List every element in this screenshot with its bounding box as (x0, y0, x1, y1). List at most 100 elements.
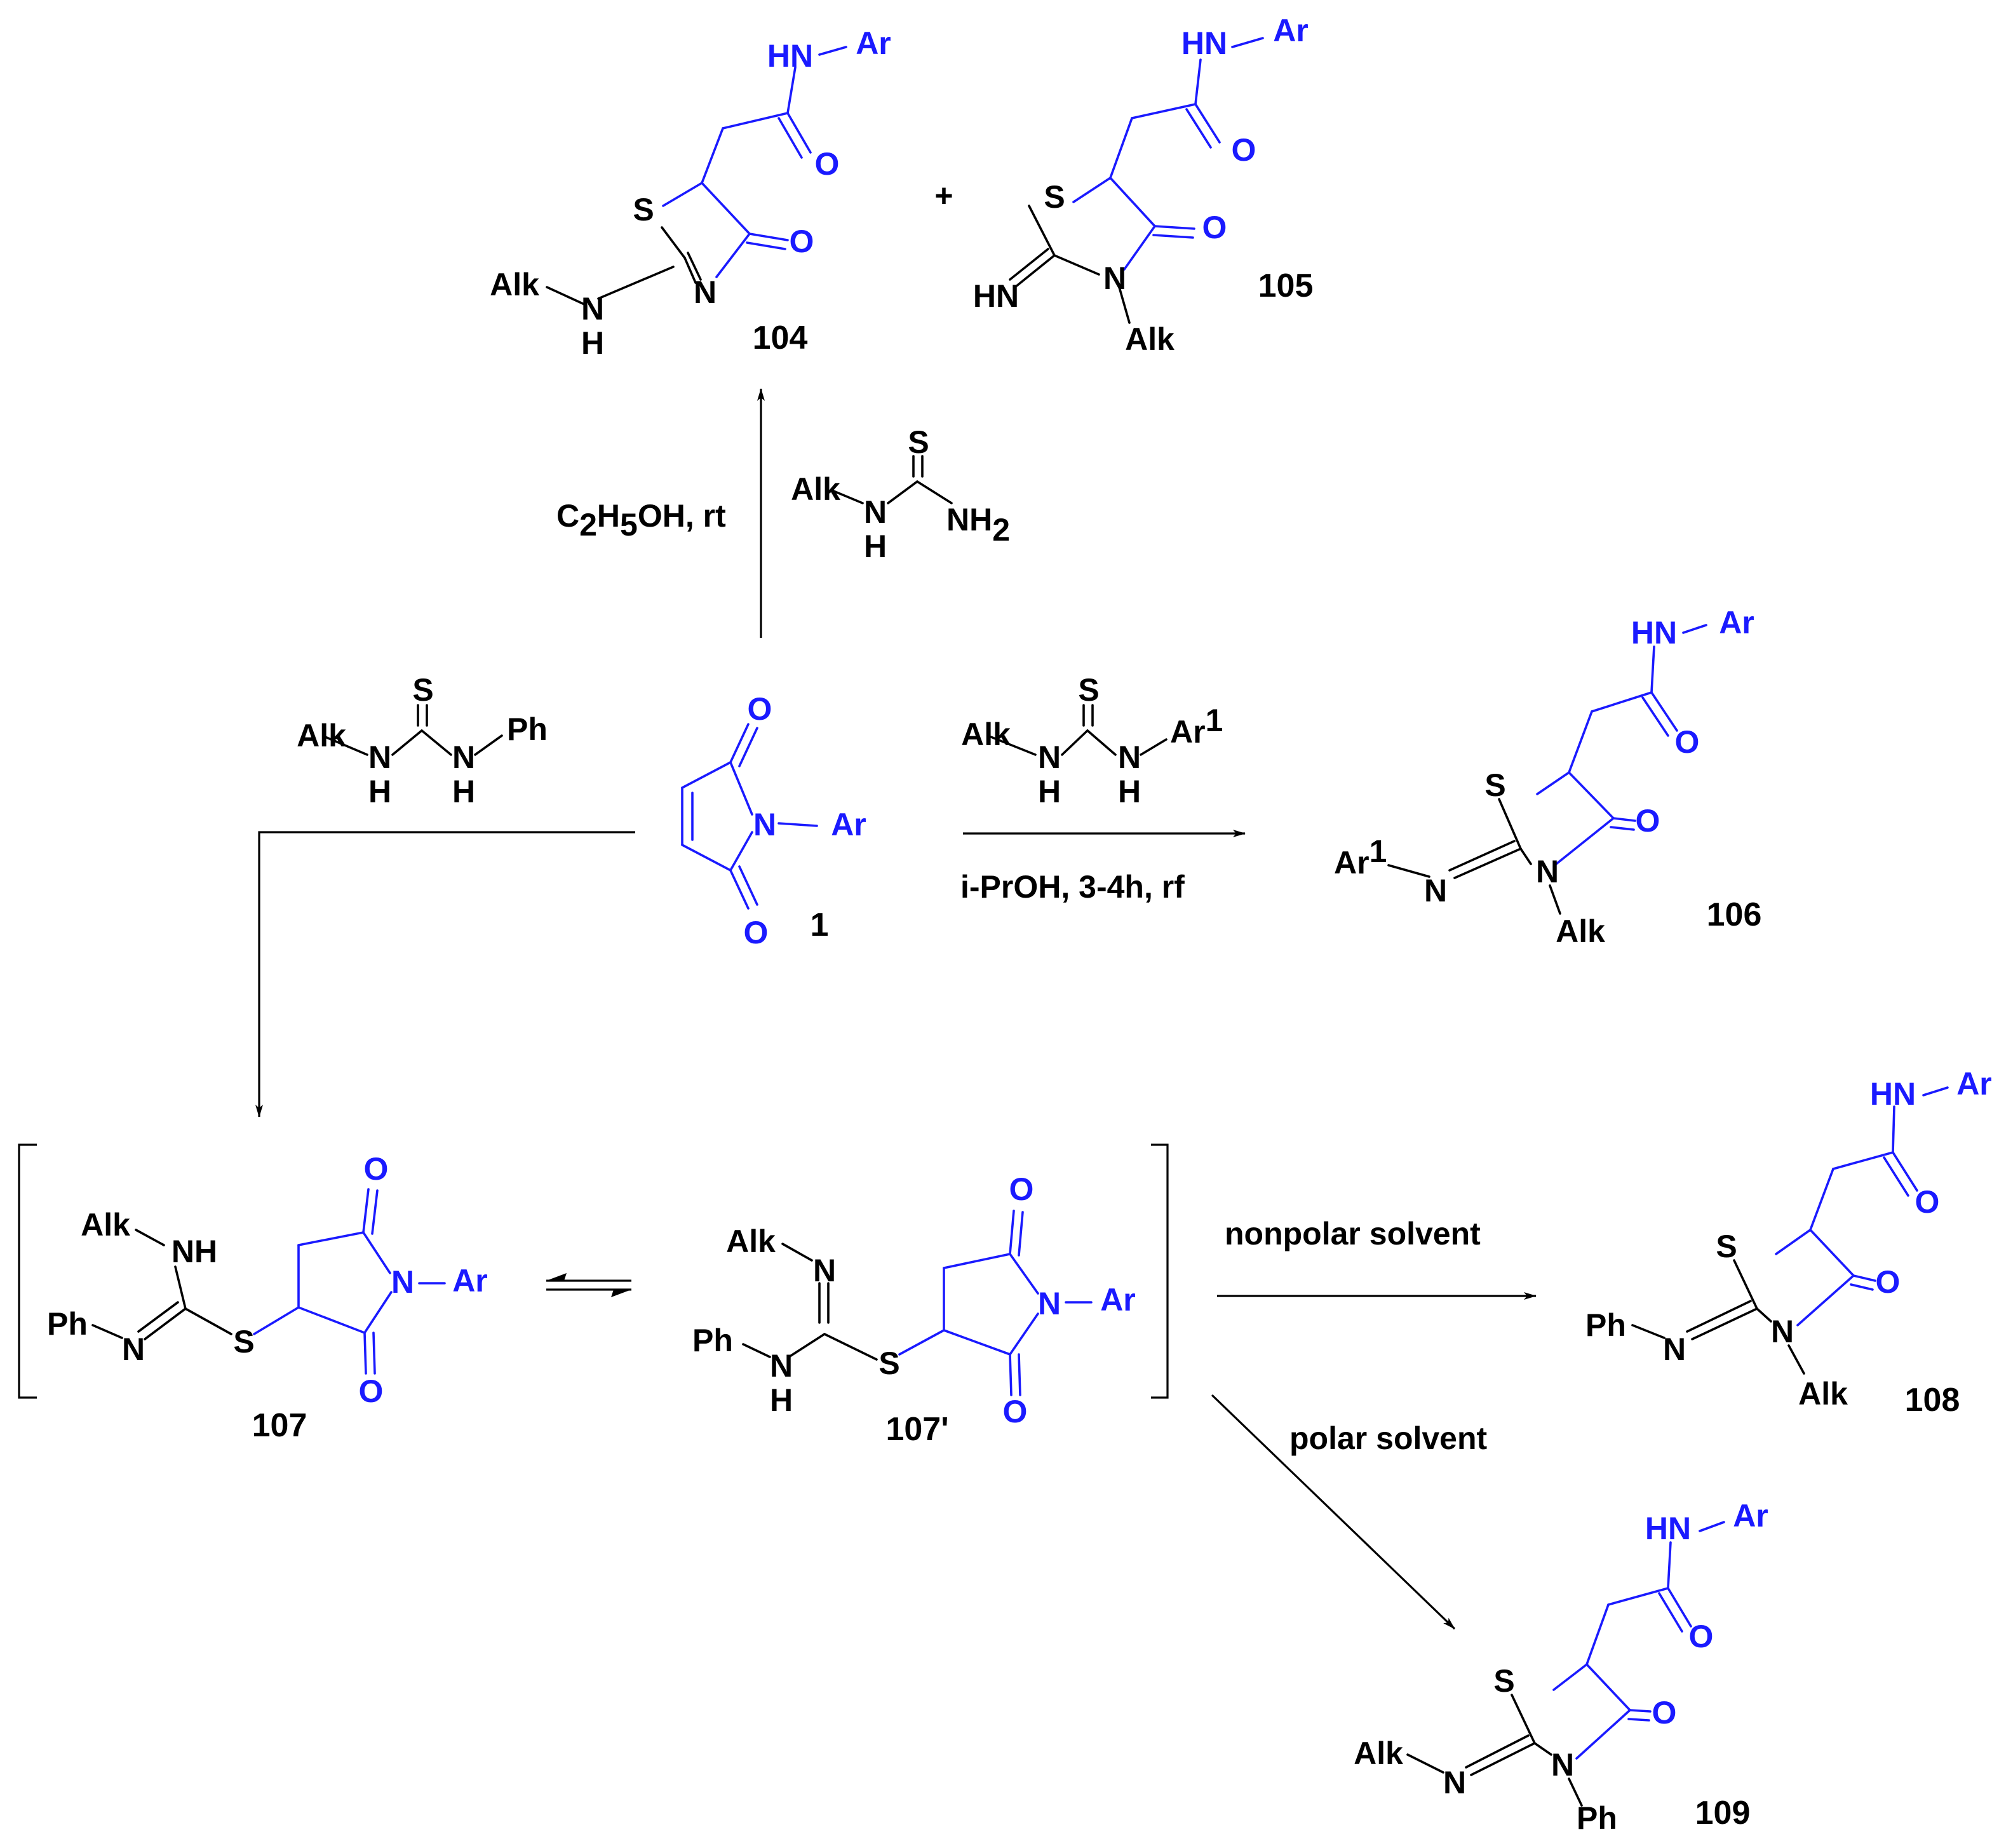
atom-Alk: Alk (1354, 1736, 1403, 1771)
atom-H: H (1118, 774, 1141, 809)
compound-109: S N N Alk Ph O O HN Ar 109 (1354, 1498, 1768, 1836)
compound-105: S N HN Alk O O HN Ar 105 (973, 13, 1313, 357)
compound-107: Alk NH Ph N S O N Ar O 107 (47, 1151, 488, 1444)
compound-106: S N N Ar1 Alk O O HN Ar 106 (1334, 605, 1761, 949)
atom-H: H (1038, 774, 1061, 809)
atom-Alk: Alk (1798, 1376, 1848, 1412)
reagent-S: S (1078, 672, 1099, 708)
compound-107-prime: Alk N Ph N H S O N Ar O 107' (692, 1171, 1136, 1448)
reagent-H: H (864, 529, 887, 564)
atom-Alk: Alk (81, 1207, 130, 1243)
atom-NH: NH (172, 1234, 217, 1269)
atom-HN: HN (1181, 25, 1227, 61)
atom-O: O (1003, 1394, 1028, 1429)
atom-S: S (1716, 1229, 1737, 1264)
atom-S: S (1044, 179, 1065, 215)
atom-Ph: Ph (1577, 1800, 1617, 1836)
atom-S: S (233, 1324, 254, 1359)
atom-Alk: Alk (1556, 914, 1605, 949)
atom-O: O (744, 915, 769, 950)
atom-N: N (368, 739, 391, 775)
atom-O: O (364, 1151, 389, 1187)
reagent-Alk: Alk (961, 717, 1011, 752)
condition-ipa-reflux: i-PrOH, 3-4h, rf (960, 869, 1185, 905)
atom-Alk: Alk (490, 267, 539, 302)
compound-1: O N Ar O 1 (681, 691, 866, 950)
reagent-Alk: Alk (791, 471, 840, 507)
bracket-right (1151, 1143, 1169, 1399)
atom-Ar: Ar (1100, 1282, 1136, 1318)
atom-H: H (452, 774, 475, 809)
atom-O: O (1636, 803, 1660, 839)
atom-N: N (1663, 1332, 1686, 1367)
atom-S: S (1484, 767, 1505, 803)
atom-N: N (581, 291, 604, 327)
atom-S: S (878, 1346, 899, 1381)
atom-HN: HN (1870, 1076, 1916, 1112)
condition-ethanol-rt: C2H5OH, rt (556, 498, 726, 543)
condition-nonpolar-solvent: nonpolar solvent (1225, 1216, 1481, 1251)
atom-HN: HN (1631, 615, 1677, 651)
atom-Ph: Ph (1585, 1307, 1626, 1343)
atom-HN: HN (767, 38, 813, 74)
reagent-Ar1: Ar1 (1170, 703, 1223, 750)
atom-N: N (694, 274, 717, 310)
reagent-alkylthiourea: S Alk N H NH2 (791, 424, 1010, 564)
compound-number-104: 104 (753, 320, 808, 356)
atom-N: N (813, 1253, 836, 1288)
atom-N: N (391, 1264, 414, 1300)
atom-N: N (770, 1348, 793, 1384)
atom-N: N (1103, 260, 1126, 296)
atom-O: O (1009, 1171, 1034, 1207)
compound-108: S N N Ph Alk O O HN Ar 108 (1585, 1066, 1992, 1419)
atom-O: O (1876, 1264, 1901, 1300)
atom-O: O (748, 691, 772, 727)
condition-polar-solvent: polar solvent (1289, 1420, 1488, 1456)
compound-number-1: 1 (811, 907, 829, 943)
compound-number-107-prime: 107' (885, 1411, 948, 1448)
atom-S: S (1493, 1663, 1514, 1699)
plus-sign: + (934, 178, 953, 213)
atom-S: S (633, 192, 654, 227)
atom-Ar: Ar (831, 807, 866, 842)
atom-N: N (1771, 1314, 1794, 1349)
atom-Alk: Alk (726, 1224, 776, 1259)
atom-Ar1: Ar1 (1334, 833, 1387, 880)
atom-O: O (1202, 210, 1227, 245)
atom-O: O (815, 146, 840, 182)
atom-N: N (1424, 873, 1447, 908)
atom-N: N (452, 739, 475, 775)
atom-H: H (581, 325, 604, 361)
atom-N: N (1038, 739, 1061, 775)
atom-H: H (770, 1382, 793, 1418)
equilibrium-arrows (546, 1273, 631, 1297)
atom-N: N (1443, 1765, 1466, 1800)
compound-104: S N O O HN Ar N H Alk 104 (490, 25, 891, 361)
compound-number-109: 109 (1695, 1795, 1751, 1831)
reagent-arylthiourea: S Alk N H N H Ar1 (961, 672, 1223, 809)
atom-Ph: Ph (47, 1306, 88, 1342)
reagent-N: N (864, 494, 887, 530)
atom-O: O (1689, 1619, 1714, 1654)
atom-Ph: Ph (692, 1323, 733, 1358)
reagent-phenylthiourea: S Alk N H N H Ph (297, 672, 548, 809)
reagent-S: S (412, 672, 433, 708)
atom-Ar: Ar (1719, 605, 1754, 640)
atom-HN: HN (973, 278, 1019, 314)
atom-N: N (1551, 1747, 1574, 1783)
compound-number-105: 105 (1258, 267, 1314, 304)
atom-O: O (359, 1373, 384, 1409)
atom-O: O (790, 224, 814, 259)
atom-N: N (1536, 854, 1559, 889)
atom-O: O (1652, 1695, 1677, 1730)
compound-number-106: 106 (1707, 896, 1762, 933)
bracket-left (18, 1143, 37, 1399)
atom-Ar: Ar (1273, 13, 1309, 48)
reaction-arrow-down (255, 831, 635, 1117)
atom-N: N (1118, 739, 1141, 775)
reagent-Ph: Ph (507, 712, 548, 747)
atom-Ar: Ar (856, 25, 891, 61)
atom-H: H (368, 774, 391, 809)
atom-Ar: Ar (1956, 1066, 1992, 1102)
